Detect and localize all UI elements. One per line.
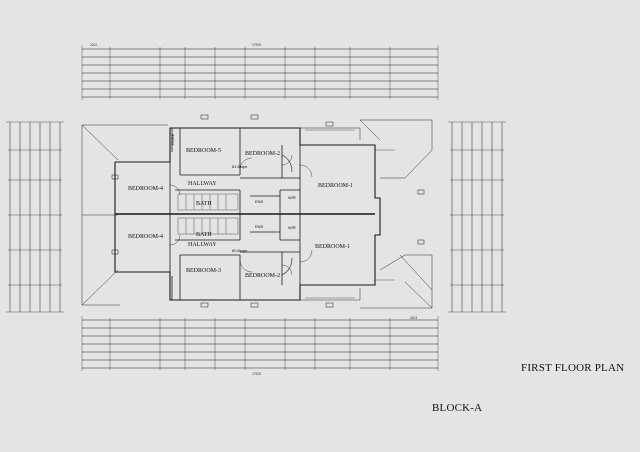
top-dimension-strings <box>81 45 439 100</box>
room-wir-bottom: W/R <box>288 225 296 230</box>
room-hallway-bottom: HALLWAY <box>188 242 217 248</box>
room-labels: BEDROOM-5 BEDROOM-2 BEDROOM-1 BEDROOM-4 … <box>128 133 353 279</box>
dimension-labels: 17925 2202 4203 17925 <box>90 43 417 376</box>
room-bath-top: BATH <box>196 201 212 207</box>
area-label-bottom: 60.8sqm <box>232 248 248 253</box>
room-bedroom-1-bottom: BEDROOM-1 <box>315 244 350 250</box>
room-ens-bottom: ENS <box>255 224 264 229</box>
deck-lines <box>305 129 395 299</box>
room-wir-top: W/R <box>288 195 296 200</box>
room-bedroom-3: BEDROOM-3 <box>186 268 221 274</box>
staircase <box>177 193 239 235</box>
dim-start-top: 2202 <box>90 43 97 47</box>
door-swings <box>169 154 313 276</box>
roof-outline <box>81 119 433 309</box>
area-label-top: 61.5sqm <box>232 164 248 169</box>
room-bedroom-1-top: BEDROOM-1 <box>318 183 353 189</box>
dim-overall-bottom: 17925 <box>252 372 261 376</box>
bottom-dimension-strings <box>81 316 439 371</box>
room-bedroom-2-top: BEDROOM-2 <box>245 151 280 157</box>
dim-overall-top: 17925 <box>252 43 261 47</box>
room-bedroom-4-top: BEDROOM-4 <box>128 186 163 192</box>
left-dimension-strings <box>6 121 64 313</box>
dim-end-bottom: 4203 <box>410 316 417 320</box>
block-title: BLOCK-A <box>432 402 483 414</box>
room-robe-label: ROBE <box>170 133 175 145</box>
building-walls <box>114 127 381 301</box>
room-bedroom-4-bottom: BEDROOM-4 <box>128 234 163 240</box>
room-bath-bottom: BATH <box>196 232 212 238</box>
room-hallway-top: HALLWAY <box>188 181 217 187</box>
interior-walls <box>169 128 301 300</box>
room-bedroom-5: BEDROOM-5 <box>186 148 221 154</box>
window-tags <box>111 114 425 308</box>
room-ens-top: ENS <box>255 199 264 204</box>
bay-windows <box>281 154 293 276</box>
floor-plan-title: FIRST FLOOR PLAN <box>521 362 625 374</box>
right-dimension-strings <box>448 121 506 313</box>
room-bedroom-2-bottom: BEDROOM-2 <box>245 273 280 279</box>
